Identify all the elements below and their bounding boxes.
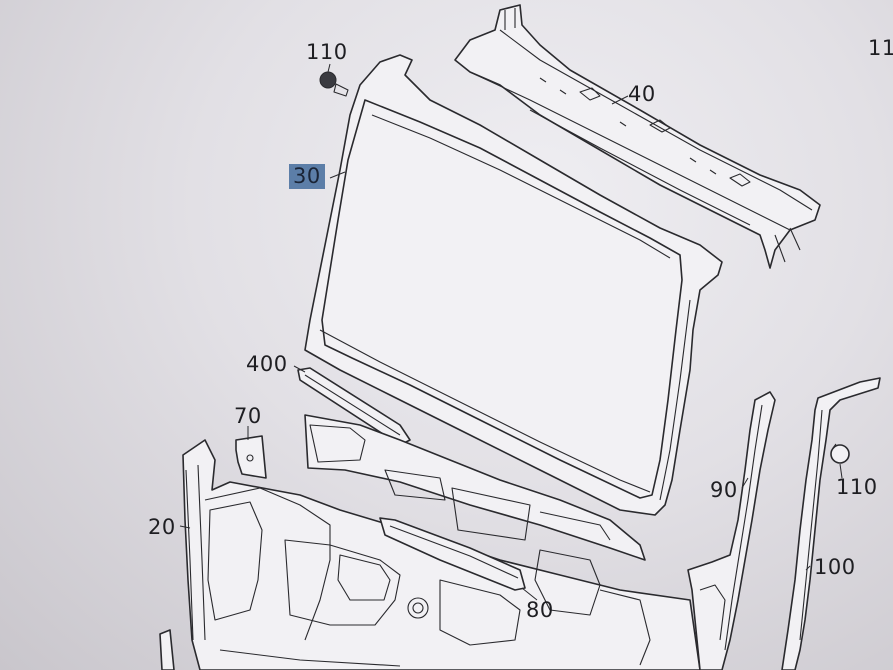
part-30-windshield-frame[interactable] xyxy=(304,54,723,516)
callout-400[interactable]: 400 xyxy=(246,352,288,376)
callout-110-top[interactable]: 110 xyxy=(306,40,348,64)
callout-40[interactable]: 40 xyxy=(628,82,656,106)
callout-30-highlighted[interactable]: 30 xyxy=(289,164,325,189)
part-100-pillar-trim[interactable] xyxy=(781,377,881,670)
part-80-reinforcement[interactable] xyxy=(379,517,526,591)
part-70-bracket[interactable] xyxy=(235,435,267,479)
part-400-seal-strip[interactable] xyxy=(297,367,411,446)
lower-left-pillar-stub xyxy=(159,629,175,670)
callout-100[interactable]: 100 xyxy=(814,555,856,579)
bulkhead-upper-panel xyxy=(304,414,646,561)
leader-lines xyxy=(179,63,843,601)
callout-110-right[interactable]: 110 xyxy=(836,475,878,499)
callout-80[interactable]: 80 xyxy=(526,598,554,622)
part-110-clip-right[interactable] xyxy=(830,443,850,464)
callout-90[interactable]: 90 xyxy=(710,478,738,502)
callout-11-edge[interactable]: 11 xyxy=(868,36,893,60)
part-90-a-pillar[interactable] xyxy=(687,391,776,670)
callout-20[interactable]: 20 xyxy=(148,515,176,539)
callout-70[interactable]: 70 xyxy=(234,404,262,428)
part-110-clip-top[interactable] xyxy=(319,71,349,97)
part-40-upper-cross-member[interactable] xyxy=(454,4,821,269)
